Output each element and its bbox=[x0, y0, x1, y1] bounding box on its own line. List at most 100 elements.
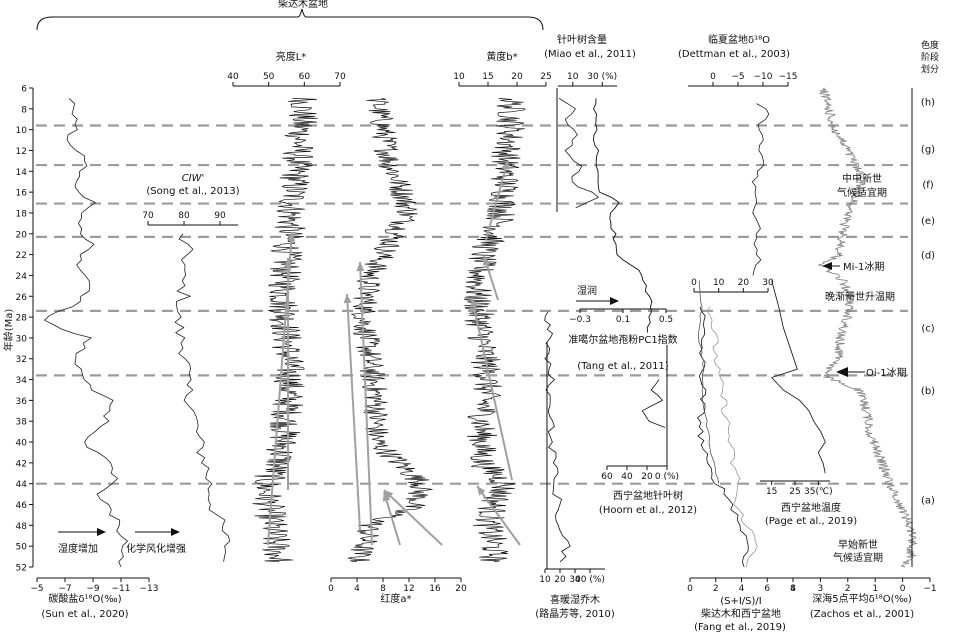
trend-arrow-head bbox=[470, 298, 478, 308]
trend-arrow-shaft bbox=[476, 485, 521, 546]
weathering-annotation: 化学风化增强 bbox=[126, 528, 186, 555]
stage-label: (g) bbox=[921, 144, 935, 155]
axis-tick-label: 40 bbox=[621, 472, 633, 482]
axis-title-line2: 柴达木和西宁盆地 bbox=[701, 607, 781, 620]
trend-arrow bbox=[356, 261, 373, 546]
age-tick-label: 12 bbox=[16, 147, 27, 157]
age-axis-label: 年龄(Ma) bbox=[2, 309, 15, 352]
age-tick-label: 34 bbox=[16, 376, 28, 386]
stage-label: (e) bbox=[921, 216, 935, 227]
axis-title: (S+I/S)/I bbox=[720, 596, 762, 607]
axis-title: 碳酸盐δ¹⁸O(‰) bbox=[48, 592, 121, 605]
stage-label: (h) bbox=[921, 98, 935, 109]
age-tick-label: 50 bbox=[16, 543, 28, 553]
axis-tick-label: 4 bbox=[739, 584, 745, 594]
trend-arrow-head bbox=[382, 492, 391, 502]
stage-header-2: 阶段 bbox=[921, 51, 939, 63]
axis-tick-label: 20 bbox=[511, 72, 523, 82]
age-tick-label: 14 bbox=[16, 168, 28, 178]
axis-tick-label: 1 bbox=[872, 584, 878, 594]
series-line bbox=[698, 280, 720, 484]
trend-arrow bbox=[476, 485, 521, 546]
age-tick-label: 42 bbox=[16, 459, 27, 469]
axis-tick-label: 30 bbox=[762, 278, 774, 288]
age-tick-label: 22 bbox=[16, 251, 27, 261]
axis-tick-label: 70 bbox=[142, 211, 154, 221]
axis-tick-label: −11 bbox=[112, 584, 131, 594]
axis-tick-label: 0 bbox=[328, 584, 334, 594]
trend-arrow bbox=[482, 255, 499, 301]
axis-tick-label: 10 bbox=[453, 72, 465, 82]
source-citation: (路晶芳等, 2010) bbox=[535, 607, 615, 620]
stage-label: (c) bbox=[921, 324, 934, 335]
source-citation: (Zachos et al., 2001) bbox=[810, 609, 914, 620]
series-line bbox=[544, 311, 571, 563]
axis-tick-label: 0.5 bbox=[659, 315, 673, 325]
trend-arrow-shaft bbox=[485, 159, 509, 241]
axis-tick-label: −15 bbox=[779, 72, 798, 82]
age-axis: 6810121416182022242628303234363840424446… bbox=[2, 85, 34, 574]
age-tick-label: 20 bbox=[16, 230, 28, 240]
age-tick-label: 6 bbox=[21, 85, 27, 95]
axis-tick-label: 8 bbox=[790, 584, 796, 594]
mi1-text: Mi-1冰期 bbox=[843, 260, 884, 273]
axis-tick-label: −0.3 bbox=[569, 315, 591, 325]
axis-tick-label: 40 (%) bbox=[575, 575, 605, 585]
source-citation: (Song et al., 2013) bbox=[146, 186, 239, 197]
trend-arrow-head bbox=[384, 490, 394, 500]
series-line bbox=[817, 87, 918, 568]
axis-title: 临夏盆地δ¹⁸O bbox=[708, 33, 770, 46]
age-tick-label: 24 bbox=[16, 272, 28, 282]
trend-arrow-shaft bbox=[383, 491, 401, 546]
age-tick-label: 44 bbox=[16, 480, 28, 490]
axis-tick-label: 0 bbox=[900, 584, 906, 594]
axis-tick-label: 0 (%) bbox=[655, 472, 679, 482]
axis-tick-label: 0.1 bbox=[616, 315, 630, 325]
trend-arrow bbox=[343, 293, 361, 531]
mi1-annotation: Mi-1冰期 bbox=[822, 260, 884, 273]
series-line bbox=[771, 280, 826, 474]
eeco-text-2: 气候适宜期 bbox=[833, 551, 883, 564]
trend-arrow-shaft bbox=[471, 297, 513, 481]
trend-arrow-head bbox=[482, 256, 491, 266]
axis-tick-label: 30 bbox=[569, 575, 581, 585]
axis-title: 针叶树含量 bbox=[557, 33, 607, 46]
trend-arrow-shaft bbox=[359, 261, 373, 546]
axis-tick-label: 15 bbox=[766, 487, 777, 497]
trend-arrow-head bbox=[287, 232, 296, 242]
axis-tick-label: −9 bbox=[86, 584, 100, 594]
source-citation: (Sun et al., 2020) bbox=[41, 609, 128, 620]
humidity-annotation: 湿度增加 bbox=[58, 528, 106, 555]
oi1-annotation: Oi-1冰期 bbox=[836, 366, 907, 379]
age-tick-label: 28 bbox=[16, 314, 28, 324]
humidity-text: 湿度增加 bbox=[58, 542, 98, 555]
axis-tick-label: 8 bbox=[380, 584, 386, 594]
axis-tick-label: 10 bbox=[713, 278, 725, 288]
age-tick-label: 10 bbox=[16, 126, 28, 136]
stage-panel: 色度 阶段 划分 (h)(g)(f)(e)(d)(c)(b)(a) bbox=[911, 39, 939, 567]
trend-arrow bbox=[382, 491, 401, 546]
axis-title: 红度a* bbox=[380, 592, 411, 605]
mmco-text-2: 气候适宜期 bbox=[837, 186, 887, 199]
axis-title: 西宁盆地针叶树 bbox=[613, 489, 683, 502]
series-line bbox=[751, 103, 770, 276]
wetting-text: 湿润 bbox=[577, 284, 597, 297]
axis-tick-label: −13 bbox=[140, 584, 159, 594]
age-tick-group: 6810121416182022242628303234363840424446… bbox=[16, 85, 33, 574]
axis-tick-label: 20 bbox=[554, 575, 566, 585]
axis-tick-label: 20 bbox=[641, 472, 653, 482]
axis-title: 准噶尔盆地孢粉PC1指数 bbox=[568, 333, 677, 346]
age-tick-label: 38 bbox=[16, 418, 28, 428]
series-line bbox=[592, 98, 653, 333]
stage-labels: (h)(g)(f)(e)(d)(c)(b)(a) bbox=[921, 98, 935, 507]
axis-tick-label: 60 bbox=[299, 72, 311, 82]
axis-tick-label: 10 bbox=[539, 575, 551, 585]
eeco-text-1: 早始新世 bbox=[838, 538, 878, 551]
axis-tick-label: 4 bbox=[790, 584, 796, 594]
trend-arrow-shaft bbox=[346, 293, 361, 531]
